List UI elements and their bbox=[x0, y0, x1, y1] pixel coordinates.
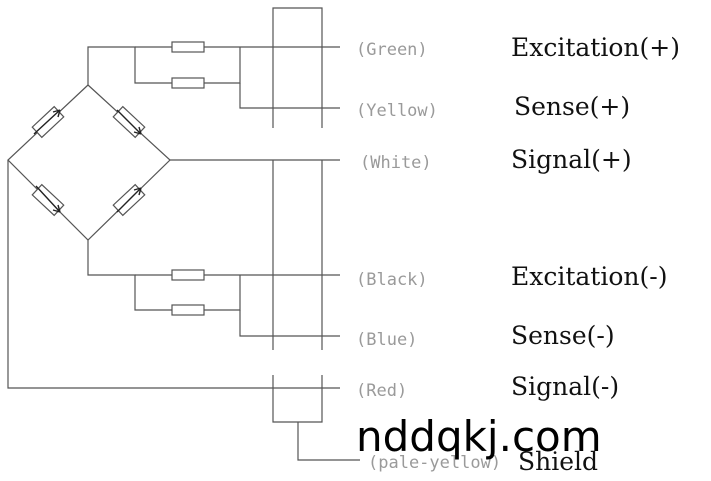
wire-color-label: (White) bbox=[360, 153, 432, 173]
compensation-resistor bbox=[171, 304, 205, 316]
compensation-resistor bbox=[171, 77, 205, 89]
compensation-resistor bbox=[171, 41, 205, 53]
wire-color-label: (Red) bbox=[356, 381, 407, 401]
wire-function-labels: Excitation(+) Sense(+) Signal(+) Excitat… bbox=[511, 33, 680, 476]
wire-color-labels: (Green) (Yellow) (White) (Black) (Blue) … bbox=[356, 40, 501, 473]
wire-function-label: Sense(+) bbox=[514, 92, 630, 121]
compensation-resistor bbox=[171, 269, 205, 281]
variable-arrow-icon bbox=[33, 109, 61, 135]
wire-color-label: (Blue) bbox=[356, 330, 417, 350]
bottom-compensation-network bbox=[87, 240, 340, 337]
wire-color-label: (pale-yellow) bbox=[368, 453, 501, 473]
wire-function-label: Excitation(-) bbox=[511, 262, 667, 291]
wire-function-label: Excitation(+) bbox=[511, 33, 680, 62]
wire-function-label: Sense(-) bbox=[511, 321, 615, 350]
wire-color-label: (Green) bbox=[356, 40, 428, 60]
variable-arrow-icon bbox=[116, 109, 142, 135]
cable-connector bbox=[272, 7, 360, 461]
wire-color-label: (Yellow) bbox=[356, 101, 438, 121]
variable-arrow-icon bbox=[116, 187, 142, 213]
wire-function-label: Signal(-) bbox=[511, 372, 619, 401]
wire-color-label: (Black) bbox=[356, 270, 428, 290]
wire-function-label: Signal(+) bbox=[511, 145, 632, 174]
wheatstone-bridge bbox=[7, 84, 171, 241]
wire-function-label: Shield bbox=[518, 447, 598, 476]
variable-arrow-icon bbox=[35, 185, 61, 213]
watermark: nddqkj.com bbox=[356, 412, 602, 461]
top-compensation-network bbox=[87, 41, 340, 109]
